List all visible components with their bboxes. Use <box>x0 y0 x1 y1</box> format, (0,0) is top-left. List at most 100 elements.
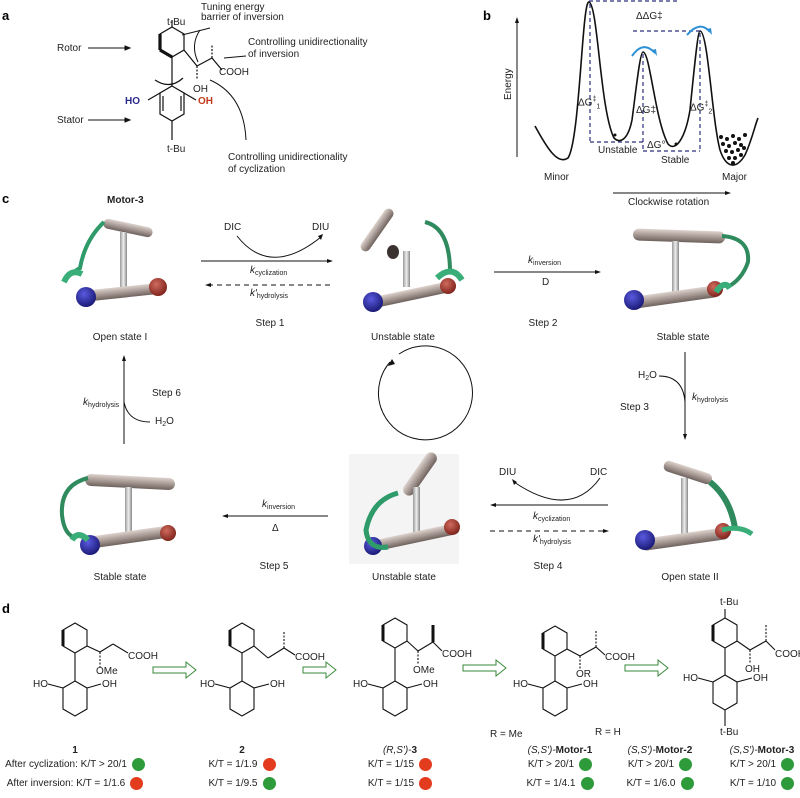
step6-h2o: H2O <box>155 416 174 429</box>
panel-label-c: c <box>2 191 10 206</box>
oh-1: OH <box>102 679 117 690</box>
status-dot-red <box>419 777 433 790</box>
step3-k-hydrolysis: khydrolysis <box>692 393 728 405</box>
tbu-top-label: t-Bu <box>167 17 186 28</box>
energy-curve <box>534 1 759 166</box>
status-dot-green <box>579 758 593 771</box>
step4-arrows <box>490 477 608 532</box>
ddg-label: ΔΔG‡ <box>636 11 663 22</box>
kt-ratio-cyclization: K/T > 20/1 <box>527 759 575 770</box>
structure-compound-1 <box>47 622 129 717</box>
rotor-label: Rotor <box>57 43 82 54</box>
dg1-label: ΔG‡1 <box>578 96 600 110</box>
motor-stable-state-2 <box>59 473 176 555</box>
status-dot-green <box>781 758 795 771</box>
structure-compound-3 <box>367 617 443 717</box>
state-open-1: Open state I <box>92 332 148 343</box>
ho-blue-label: HO <box>125 96 140 107</box>
kt-ratio-inversion: K/T = 1/15 <box>367 778 415 789</box>
compound-name: (S,S′)-Motor-3 <box>730 746 795 756</box>
step2-heat: D <box>542 277 550 288</box>
oh-side-motor3: OH <box>745 664 760 675</box>
panel-label-d: d <box>2 601 10 616</box>
r-h-label: R = H <box>595 727 621 738</box>
dg2-label: ΔG‡2 <box>690 101 712 115</box>
step1-arrows <box>201 235 330 286</box>
k-subscript: inversion <box>533 260 562 267</box>
annotation-energy-barrier-2: barrier of inversion <box>201 12 284 23</box>
o-text: O <box>166 416 174 427</box>
hollow-arrows <box>152 658 669 680</box>
kt-ratio-cyclization: K/T > 20/1 <box>627 759 675 770</box>
stator-label: Stator <box>57 115 84 126</box>
status-dot-green <box>580 777 594 790</box>
compound-stereo-prefix: (S,S′)- <box>627 745 656 756</box>
step-4-label: Step 4 <box>533 561 563 572</box>
oh-3: OH <box>423 679 438 690</box>
major-label: Major <box>722 172 748 183</box>
dg1-sup: ‡ <box>592 96 597 103</box>
status-dot-red <box>130 777 144 790</box>
k-subscript: cyclization <box>255 270 288 277</box>
structure-motor-1-2 <box>527 625 606 717</box>
oh-label-a: OH <box>193 84 208 95</box>
motor-unstable-state-2 <box>363 452 460 555</box>
ho-3: HO <box>353 679 368 690</box>
step4-diu: DIU <box>499 467 517 478</box>
rotor-stator-arrows <box>88 45 132 123</box>
k-subscript: hydrolysis <box>539 539 571 546</box>
compound-id: 1 <box>72 745 78 756</box>
unstable-label: Unstable <box>598 145 638 156</box>
dg1-sub: 1 <box>596 103 601 111</box>
status-dot-green <box>679 758 693 771</box>
step4-k-cyclization: kcyclization <box>533 511 571 524</box>
k-subscript: cyclization <box>538 516 571 523</box>
annotation-unidir-inversion-1: Controlling unidirectionality <box>248 37 368 48</box>
compound-stereo-prefix: (S,S′)- <box>729 745 758 756</box>
motor-open-state-1 <box>61 218 167 307</box>
k-prime-symbol: k′ <box>533 534 540 545</box>
step1-k-cyclization: kcyclization <box>250 266 288 278</box>
kt-ratio-cyclization: K/T > 20/1 <box>729 759 777 770</box>
compound-id: Motor-2 <box>655 745 693 756</box>
step-6-label: Step 6 <box>152 388 181 399</box>
ho-1: HO <box>33 679 48 690</box>
k-symbol: k <box>533 511 538 522</box>
compound-name: 1 <box>72 746 78 756</box>
step1-diu: DIU <box>312 222 330 233</box>
h-text: H <box>155 416 163 427</box>
step5-heat: Δ <box>272 523 279 534</box>
state-open-2: Open state II <box>661 572 719 583</box>
step1-dic: DIC <box>224 222 242 233</box>
k-subscript: hydrolysis <box>256 293 288 300</box>
or-motor12: OR <box>576 669 591 680</box>
tbu-top-motor3: t-Bu <box>720 597 739 608</box>
kt-ratio-inversion: K/T = 1/10 <box>729 778 777 789</box>
dg2-sub: 2 <box>708 108 713 116</box>
ome-3: OMe <box>413 665 435 676</box>
oh-red-label: OH <box>198 96 213 107</box>
kt-ratio-inversion: K/T = 1/6.0 <box>626 778 676 789</box>
k-subscript: hydrolysis <box>88 402 120 409</box>
cooh-3: COOH <box>442 649 472 660</box>
cooh-label-a: COOH <box>219 67 249 78</box>
compound-id: Motor-1 <box>555 745 593 756</box>
state-stable-2: Stable state <box>93 572 147 583</box>
structure-motor-3 <box>697 609 776 726</box>
step2-k-inversion: kinversion <box>528 256 562 268</box>
energy-guides <box>589 0 701 152</box>
r-me-label: R = Me <box>490 729 523 740</box>
minor-label: Minor <box>544 172 570 183</box>
ho-motor12: HO <box>513 679 528 690</box>
compound-name: (S,S′)-Motor-2 <box>628 746 693 756</box>
clockwise-rotation-label: Clockwise rotation <box>628 197 710 208</box>
compound-id: Motor-3 <box>757 745 795 756</box>
compound-id: 3 <box>411 745 418 756</box>
o-text: O <box>649 370 657 381</box>
panel-label-b: b <box>483 8 491 23</box>
status-dot-red <box>262 758 276 771</box>
step-3-label: Step 3 <box>620 402 649 413</box>
compound-name: (R,S′)-3 <box>383 746 417 756</box>
